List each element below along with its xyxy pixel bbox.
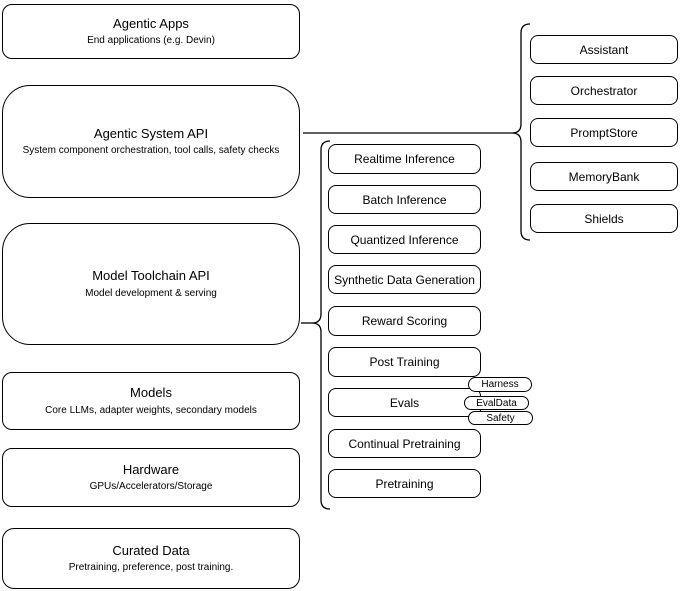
node-title: Hardware — [122, 461, 180, 477]
node-subtitle: Pretraining, preference, post training. — [68, 562, 234, 574]
node-title: Model Toolchain API — [92, 268, 210, 284]
node-subtitle: End applications (e.g. Devin) — [87, 35, 215, 47]
node-title: Curated Data — [112, 542, 190, 558]
node-pretraining: Pretraining — [328, 469, 481, 498]
tag-evaldata: EvalData — [464, 396, 529, 410]
node-subtitle: GPUs/Accelerators/Storage — [89, 481, 213, 493]
node-model-toolchain-api: Model Toolchain API Model development & … — [2, 223, 300, 345]
node-agentic-apps: Agentic Apps End applications (e.g. Devi… — [2, 4, 300, 59]
node-shields: Shields — [530, 204, 678, 233]
node-subtitle: Core LLMs, adapter weights, secondary mo… — [45, 404, 257, 416]
node-post-training: Post Training — [328, 347, 481, 377]
node-promptstore: PromptStore — [530, 118, 678, 147]
node-synthetic-data-generation: Synthetic Data Generation — [328, 265, 481, 294]
tag-harness: Harness — [468, 377, 532, 392]
node-title: Models — [130, 385, 172, 401]
node-memorybank: MemoryBank — [530, 162, 678, 191]
node-realtime-inference: Realtime Inference — [328, 144, 481, 174]
node-subtitle: System component orchestration, tool cal… — [22, 145, 280, 157]
node-title: Agentic Apps — [113, 15, 189, 31]
node-batch-inference: Batch Inference — [328, 185, 481, 214]
node-agentic-system-api: Agentic System API System component orch… — [2, 85, 300, 198]
node-hardware: Hardware GPUs/Accelerators/Storage — [2, 448, 300, 507]
node-quantized-inference: Quantized Inference — [328, 225, 481, 254]
tag-safety: Safety — [468, 411, 533, 425]
node-reward-scoring: Reward Scoring — [328, 306, 481, 336]
node-curated-data: Curated Data Pretraining, preference, po… — [2, 528, 300, 589]
node-continual-pretraining: Continual Pretraining — [328, 429, 481, 458]
brace-system-components — [511, 23, 531, 241]
node-subtitle: Model development & serving — [85, 287, 217, 299]
node-evals: Evals — [328, 388, 481, 417]
node-models: Models Core LLMs, adapter weights, secon… — [2, 372, 300, 430]
node-orchestrator: Orchestrator — [530, 76, 678, 105]
node-title: Agentic System API — [93, 125, 209, 141]
node-assistant: Assistant — [530, 35, 678, 64]
